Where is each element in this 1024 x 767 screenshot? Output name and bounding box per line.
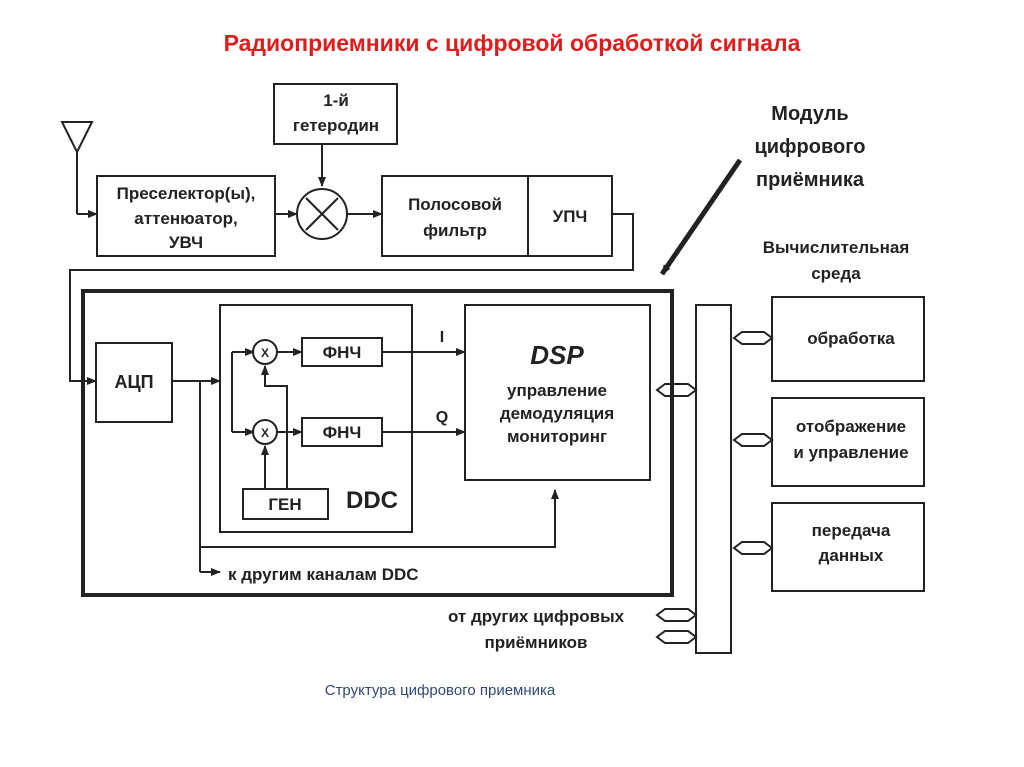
preselector-label-2: аттенюатор,: [134, 209, 237, 228]
adc-block: [95, 342, 173, 423]
other-receivers-link-icon-1: [655, 608, 698, 622]
dsp-function-3: мониторинг: [507, 427, 607, 446]
processing-label: обработка: [807, 329, 895, 348]
module-label-3: приёмника: [756, 169, 865, 191]
generator-label: ГЕН: [268, 495, 301, 514]
other-ddc-label: к другим каналам DDC: [228, 565, 419, 584]
heterodyne-label-2: гетеродин: [293, 116, 379, 135]
ddc-label: DDC: [346, 487, 398, 514]
data-transfer-label-1: передача: [812, 521, 891, 540]
other-receivers-link-icon-2: [655, 630, 698, 644]
if-amplifier-label: УПЧ: [553, 207, 588, 226]
other-receivers-label-1: от других цифровых: [448, 607, 625, 626]
display-control-label-1: отображение: [796, 417, 906, 436]
lpf-q-label: ФНЧ: [323, 423, 362, 442]
display-control-block: [771, 397, 925, 487]
channel-i-label: I: [440, 329, 444, 346]
dsp-title: DSP: [530, 340, 584, 370]
antenna-icon: [60, 121, 94, 214]
transfer-link-icon: [732, 541, 774, 555]
module-label-1: Модуль: [771, 103, 848, 125]
module-label-2: цифрового: [754, 136, 865, 158]
if-amplifier-block: [527, 175, 613, 257]
computing-env-label-2: среда: [811, 264, 861, 283]
data-transfer-block: [771, 502, 925, 592]
bandpass-filter-label-2: фильтр: [423, 221, 487, 240]
bandpass-filter-block: [381, 175, 529, 257]
ddc-frame: [219, 304, 413, 533]
mixer-q-label: X: [261, 426, 269, 440]
rf-mixer-icon: [296, 188, 348, 240]
dsp-bus-link-icon: [655, 383, 698, 397]
dsp-function-1: управление: [507, 381, 607, 400]
heterodyne-block: [273, 83, 398, 145]
preselector-block: [96, 175, 276, 257]
channel-q-label: Q: [436, 409, 448, 426]
lpf-i-label: ФНЧ: [323, 343, 362, 362]
processing-block: [771, 296, 925, 382]
processing-link-icon: [732, 331, 774, 345]
figure-caption: Структура цифрового приемника: [324, 682, 556, 699]
generator-block: [242, 488, 329, 520]
preselector-label-1: Преселектор(ы),: [117, 184, 256, 203]
dsp-block: [464, 304, 651, 481]
computing-bus-bar: [695, 304, 732, 654]
other-receivers-label-2: приёмников: [485, 633, 588, 652]
preselector-label-3: УВЧ: [169, 233, 203, 252]
mixer-i-label: X: [261, 346, 269, 360]
heterodyne-label-1: 1-й: [323, 91, 349, 110]
display-control-label-2: и управление: [793, 443, 908, 462]
data-transfer-label-2: данных: [819, 546, 884, 565]
slide-title: Радиоприемники с цифровой обработкой сиг…: [223, 30, 801, 56]
digital-receiver-module-frame: [81, 289, 674, 597]
bandpass-filter-label-1: Полосовой: [408, 195, 502, 214]
display-link-icon: [732, 433, 774, 447]
computing-env-label-1: Вычислительная: [763, 238, 910, 257]
dsp-function-2: демодуляция: [500, 404, 614, 423]
adc-label: АЦП: [114, 372, 153, 392]
